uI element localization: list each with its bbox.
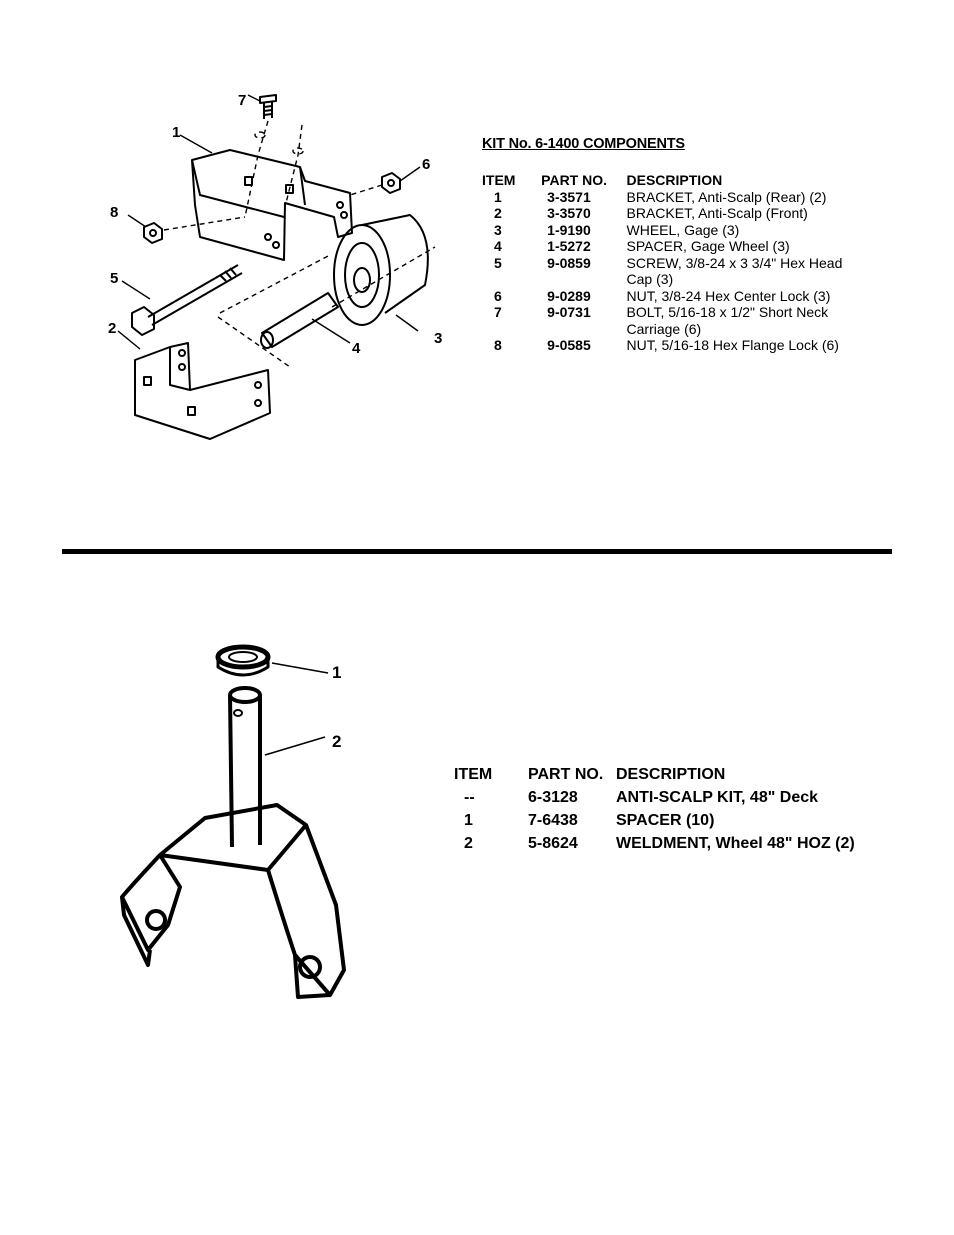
anti-scalp-kit-parts-list: ITEM PART NO. DESCRIPTION -- 6-3128 ANTI… xyxy=(454,763,874,855)
part-description: SPACER, Gage Wheel (3) xyxy=(626,238,790,254)
part-description: SCREW, 3/8-24 x 3 3/4" Hex Head Cap (3) xyxy=(626,254,843,288)
callout-3: 3 xyxy=(434,330,442,347)
spacer-drawing xyxy=(260,292,339,349)
part-description: NUT, 5/16-18 Hex Flange Lock (6) xyxy=(626,337,839,353)
header-description: DESCRIPTION xyxy=(626,172,723,188)
item-number: -- xyxy=(464,789,475,806)
item-number: 1 xyxy=(464,812,473,829)
part-number: 5-8624 xyxy=(528,835,578,852)
header-part-no: PART NO. xyxy=(541,172,608,188)
part-description: WELDMENT, Wheel 48" HOZ (2) xyxy=(616,835,855,852)
callout-2: 2 xyxy=(332,732,341,751)
part-description: BRACKET, Anti-Scalp (Rear) (2) xyxy=(626,188,827,205)
table-row: 1 7-6438 SPACER (10) xyxy=(454,809,855,832)
parts-table-anti-scalp-kit: ITEM PART NO. DESCRIPTION -- 6-3128 ANTI… xyxy=(454,763,855,855)
callout-1: 1 xyxy=(332,663,341,682)
table-row: 7 9-0731 BOLT, 5/16-18 x 1/2" Short Neck… xyxy=(482,304,862,337)
weldment-tube-drawing xyxy=(228,686,262,848)
table-header-row: ITEM PART NO. DESCRIPTION xyxy=(482,172,862,189)
rear-bracket-drawing xyxy=(191,149,353,261)
part-number: 9-0859 xyxy=(547,254,591,271)
section-divider xyxy=(62,549,892,554)
part-number: 7-6438 xyxy=(528,812,578,829)
hex-screw-drawing xyxy=(131,264,243,336)
callout-1: 1 xyxy=(172,124,180,141)
part-description: SPACER (10) xyxy=(616,812,715,829)
header-item: ITEM xyxy=(482,172,516,188)
table-row: 2 3-3570 BRACKET, Anti-Scalp (Front) xyxy=(482,205,862,222)
callout-2: 2 xyxy=(108,320,116,337)
table-row: 8 9-0585 NUT, 5/16-18 Hex Flange Lock (6… xyxy=(482,337,862,354)
table-row: 2 5-8624 WELDMENT, Wheel 48" HOZ (2) xyxy=(454,832,855,855)
callout-4: 4 xyxy=(352,340,361,357)
carriage-bolt-drawing xyxy=(259,94,277,119)
table-row: -- 6-3128 ANTI-SCALP KIT, 48" Deck xyxy=(454,786,855,809)
item-number: 6 xyxy=(494,287,502,304)
part-number: 9-0289 xyxy=(547,287,591,304)
callout-7: 7 xyxy=(238,92,246,109)
part-description: BOLT, 5/16-18 x 1/2" Short Neck Carriage… xyxy=(626,304,829,337)
exploded-diagram-kit-6-1400: 1 2 3 4 5 6 7 8 xyxy=(100,85,460,455)
hex-nut-right-drawing xyxy=(381,172,401,194)
part-number: 1-9190 xyxy=(547,221,591,238)
table-row: 3 1-9190 WHEEL, Gage (3) xyxy=(482,222,862,239)
item-number: 1 xyxy=(494,188,502,205)
wheel-weldment-diagram: 1 2 xyxy=(110,625,360,1010)
part-number: 3-3571 xyxy=(547,188,591,205)
parts-table-kit-6-1400: ITEM PART NO. DESCRIPTION 1 3-3571 BRACK… xyxy=(482,172,862,354)
item-number: 4 xyxy=(494,238,502,254)
header-item: ITEM xyxy=(454,766,493,783)
item-number: 2 xyxy=(494,205,502,221)
part-number: 1-5272 xyxy=(547,238,591,254)
item-number: 7 xyxy=(494,304,502,320)
table-header-row: ITEM PART NO. DESCRIPTION xyxy=(454,763,855,786)
table-row: 4 1-5272 SPACER, Gage Wheel (3) xyxy=(482,238,862,255)
kit-6-1400-parts-list: KIT No. 6-1400 COMPONENTS ITEM PART NO. … xyxy=(482,136,862,354)
hex-nut-left-drawing xyxy=(143,222,163,244)
callout-6: 6 xyxy=(422,156,430,173)
part-number: 9-0585 xyxy=(547,337,591,353)
part-number: 3-3570 xyxy=(547,205,591,221)
item-number: 3 xyxy=(494,221,502,238)
header-part-no: PART NO. xyxy=(528,766,604,783)
table-row: 6 9-0289 NUT, 3/8-24 Hex Center Lock (3) xyxy=(482,288,862,305)
item-number: 2 xyxy=(464,835,473,852)
item-number: 8 xyxy=(494,337,502,353)
kit-title: KIT No. 6-1400 COMPONENTS xyxy=(482,136,685,152)
part-number: 9-0731 xyxy=(547,304,591,320)
callout-8: 8 xyxy=(110,204,118,221)
part-description: NUT, 3/8-24 Hex Center Lock (3) xyxy=(626,287,831,304)
part-description: ANTI-SCALP KIT, 48" Deck xyxy=(616,789,819,806)
part-description: BRACKET, Anti-Scalp (Front) xyxy=(626,205,808,221)
spacer-ring-drawing xyxy=(215,644,271,677)
callout-5: 5 xyxy=(110,270,118,287)
part-description: WHEEL, Gage (3) xyxy=(626,221,740,238)
item-number: 5 xyxy=(494,254,502,271)
header-description: DESCRIPTION xyxy=(616,766,726,783)
table-row: 1 3-3571 BRACKET, Anti-Scalp (Rear) (2) xyxy=(482,189,862,206)
gage-wheel-drawing xyxy=(333,214,429,326)
front-bracket-drawing xyxy=(134,342,271,440)
table-row: 5 9-0859 SCREW, 3/8-24 x 3 3/4" Hex Head… xyxy=(482,255,862,288)
part-number: 6-3128 xyxy=(528,789,578,806)
u-weldment-drawing xyxy=(120,803,346,999)
